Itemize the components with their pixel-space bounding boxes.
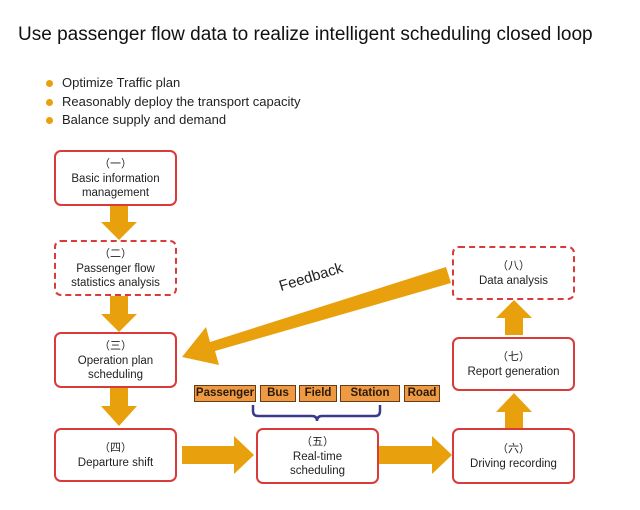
data-tag-road: Road [404, 385, 440, 402]
node-data-analysis: （八） Data analysis [452, 246, 575, 300]
node-passenger-flow: （二） Passenger flow statistics analysis [54, 240, 177, 296]
node-driving-recording: （六） Driving recording [452, 428, 575, 484]
data-tags-brace [251, 405, 382, 422]
node-number: （六） [497, 442, 530, 455]
bullet-dot-icon [46, 80, 53, 87]
node-label: scheduling [290, 464, 345, 477]
bullet-dot-icon [46, 117, 53, 124]
arrow-up-7-8 [496, 300, 532, 335]
node-label: Real-time [292, 450, 343, 463]
bullet-dot-icon [46, 98, 53, 106]
node-number: （四） [99, 441, 132, 454]
node-label: Operation plan [77, 354, 154, 367]
node-number: （八） [497, 259, 530, 272]
bullet-item: Reasonably deploy the transport capacity [46, 93, 300, 112]
node-label: Driving recording [470, 457, 557, 470]
data-tag-bus: Bus [260, 385, 296, 402]
node-label: Report generation [467, 365, 560, 378]
node-label: Data analysis [478, 274, 549, 287]
node-basic-information: （一） Basic information management [54, 150, 177, 206]
arrow-down-1-2 [101, 206, 137, 240]
data-tag-field: Field [299, 385, 337, 402]
arrow-down-2-3 [101, 296, 137, 332]
node-label: Passenger flow [76, 262, 155, 275]
bullet-item: Balance supply and demand [46, 111, 300, 130]
arrow-down-3-4 [101, 388, 137, 426]
node-report-generation: （七） Report generation [452, 337, 575, 391]
arrow-right-4-5 [182, 436, 254, 474]
node-number: （七） [497, 350, 530, 363]
arrow-up-6-7 [496, 393, 532, 429]
node-operation-plan: （三） Operation plan scheduling [54, 332, 177, 388]
node-label: scheduling [88, 368, 143, 381]
node-label: management [81, 186, 150, 199]
node-number: （二） [99, 247, 132, 260]
node-real-time-scheduling: （五） Real-time scheduling [256, 428, 379, 484]
bullet-list: Optimize Traffic plan Reasonably deploy … [46, 74, 300, 130]
node-label: statistics analysis [71, 276, 160, 289]
node-label: Departure shift [77, 456, 154, 469]
node-number: （五） [301, 435, 334, 448]
arrow-right-5-6 [379, 436, 452, 474]
page-title: Use passenger flow data to realize intel… [18, 24, 593, 45]
data-tag-passenger: Passenger [194, 385, 256, 402]
feedback-arrow [182, 267, 451, 365]
node-number: （三） [99, 339, 132, 352]
data-tag-station: Station [340, 385, 400, 402]
node-number: （一） [99, 157, 132, 170]
node-label: Basic information [71, 172, 160, 185]
bullet-item: Optimize Traffic plan [46, 74, 300, 93]
node-departure-shift: （四） Departure shift [54, 428, 177, 482]
